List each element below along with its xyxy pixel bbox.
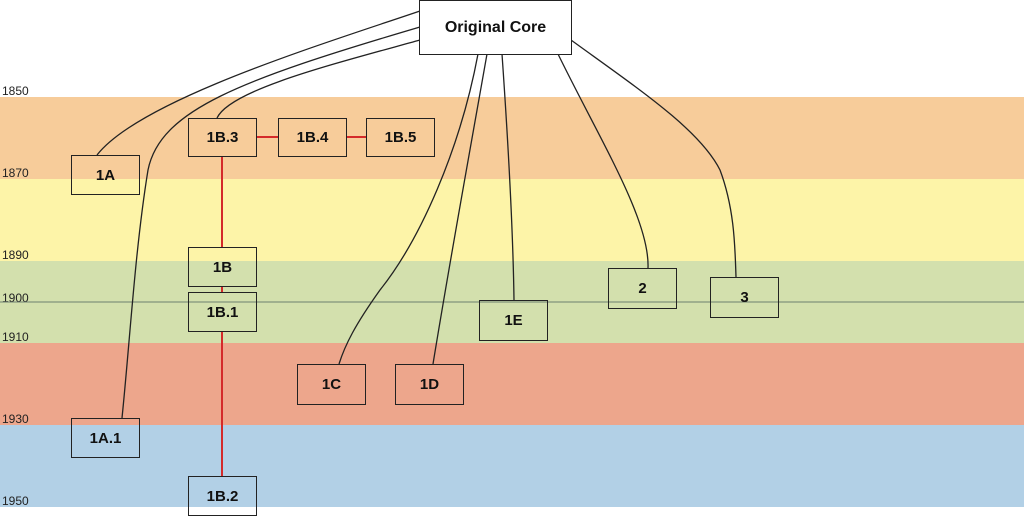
node-original-core: Original Core (419, 0, 572, 55)
node-label: 1B.3 (206, 129, 239, 146)
connector-root-1A (96, 10, 421, 156)
connector-root-1D (432, 53, 488, 365)
node-label: 2 (638, 280, 647, 297)
year-label-1950: 1950 (2, 494, 29, 508)
band-1930-1950 (0, 425, 1024, 507)
node-label: 1E (504, 312, 523, 329)
node-1E: 1E (479, 300, 548, 341)
connector-root-1A1 (121, 26, 421, 419)
node-label: 1A.1 (89, 429, 122, 447)
year-label-1910: 1910 (2, 330, 29, 344)
year-label-1850: 1850 (2, 84, 29, 98)
year-label-1890: 1890 (2, 248, 29, 262)
node-label: 1B.5 (384, 129, 417, 146)
connector-root-2 (557, 53, 649, 269)
node-label: 3 (740, 289, 749, 306)
node-1B4: 1B.4 (278, 118, 347, 157)
year-label-1930: 1930 (2, 412, 29, 426)
node-1B: 1B (188, 247, 257, 287)
node-1A: 1A (71, 155, 140, 195)
node-2: 2 (608, 268, 677, 309)
year-label-1900: 1900 (2, 291, 29, 305)
connector-root-3 (570, 39, 737, 278)
connector-root-1C (338, 53, 479, 365)
node-label: 1B (212, 258, 233, 276)
band-1850-1870 (0, 97, 1024, 179)
node-1B5: 1B.5 (366, 118, 435, 157)
node-1B3: 1B.3 (188, 118, 257, 157)
node-1D: 1D (395, 364, 464, 405)
node-label: 1B.1 (206, 303, 239, 321)
connector-root-1B3 (216, 39, 421, 119)
node-1A1: 1A.1 (71, 418, 140, 458)
year-label-1870: 1870 (2, 166, 29, 180)
node-label: 1B.4 (296, 129, 329, 146)
node-label: 1A (95, 166, 116, 184)
node-1B1: 1B.1 (188, 292, 257, 332)
node-label: 1C (321, 376, 342, 393)
node-3: 3 (710, 277, 779, 318)
node-1C: 1C (297, 364, 366, 405)
band-1910-1930 (0, 343, 1024, 425)
connector-root-1E (501, 53, 515, 301)
node-1B2: 1B.2 (188, 476, 257, 516)
node-label: Original Core (444, 18, 547, 36)
node-label: 1B.2 (206, 487, 239, 505)
node-label: 1D (419, 376, 440, 393)
